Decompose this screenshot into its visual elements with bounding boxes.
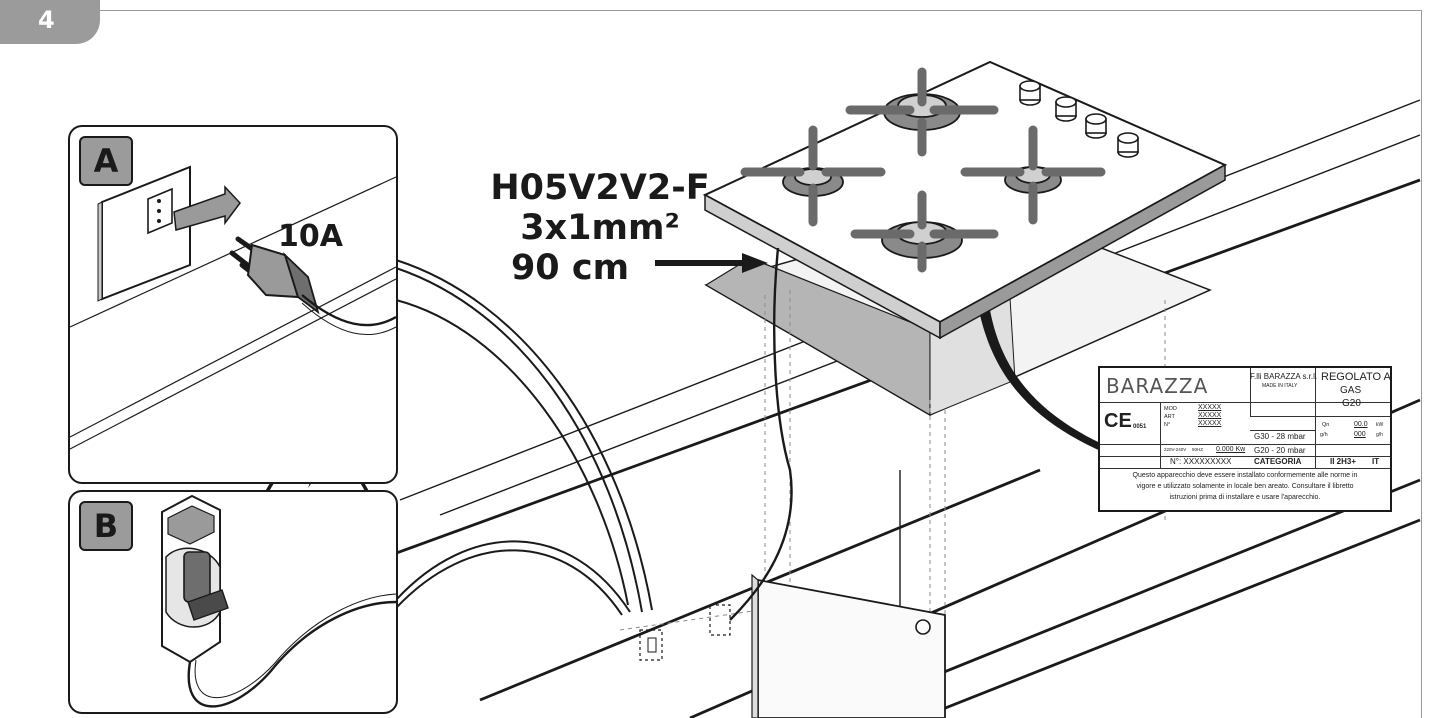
socket-plug-illustration: [70, 165, 396, 450]
notice-line-1: Questo apparecchio deve essere installat…: [1132, 472, 1358, 479]
control-knobs: [1019, 80, 1139, 158]
power: 0.000 Kw: [1216, 446, 1246, 453]
notice-line-2: vigore e utilizzato solamente in locale …: [1136, 483, 1354, 490]
mod-label: MOD: [1164, 406, 1177, 412]
kw-value: 00.0: [1354, 421, 1368, 428]
category-value: II 2H3+: [1330, 457, 1357, 466]
burner-back-left: [845, 67, 999, 157]
panel-b-breaker: B: [68, 490, 398, 714]
pointer-arrow-to-cable: [655, 253, 768, 273]
notice-line-3: istruzioni prima di installare e usare l…: [1169, 494, 1321, 501]
amperage-label: 10A: [278, 219, 343, 254]
qn-label: Qn: [1322, 422, 1330, 428]
cable-specification: H05V2V2-F 3x1mm² 90 cm: [480, 168, 720, 288]
art-value: XXXXX: [1198, 412, 1222, 419]
category-label: CATEGORIA: [1254, 457, 1302, 466]
cable-section: 3x1mm²: [520, 208, 680, 248]
serial-number: N°: XXXXXXXXX: [1170, 457, 1232, 466]
gas-g30: G30 - 28 mbar: [1254, 432, 1306, 441]
frequency: 50HZ: [1192, 447, 1204, 452]
cable-length: 90 cm: [510, 248, 630, 288]
ce-number: 0051: [1133, 424, 1147, 430]
panel-a-badge: A: [79, 136, 133, 186]
burner-left: [740, 125, 886, 227]
kw-unit: kW: [1376, 422, 1384, 428]
gh-unit: g/h: [1376, 432, 1383, 438]
cooktop: [702, 60, 1228, 340]
frame-top-rule: [100, 10, 1422, 11]
gh-label: g/h: [1320, 432, 1328, 438]
frame-right-rule: [1421, 10, 1422, 718]
step-tab: 4: [0, 0, 100, 44]
cable-type: H05V2V2-F: [490, 168, 710, 208]
burner-right: [960, 125, 1106, 225]
plate-made-in: MADE IN ITALY: [1262, 383, 1298, 389]
plate-regulated-2: GAS: [1340, 385, 1362, 396]
gh-value: 000: [1354, 431, 1366, 438]
plate-brand: BARAZZA: [1106, 374, 1209, 398]
plate-company: F.lli BARAZZA s.r.l.: [1250, 372, 1318, 381]
art-label: ART: [1164, 414, 1175, 420]
step-number: 4: [38, 6, 55, 34]
burner-front: [850, 190, 999, 273]
plug: [229, 236, 396, 336]
ce-mark: CE: [1104, 410, 1132, 432]
connection-cables: [395, 259, 653, 616]
panel-a-socket: A 10A: [68, 125, 398, 484]
plate-regulated-1: REGOLATO A: [1321, 371, 1391, 383]
breaker-illustration: [161, 494, 396, 708]
n-label: N°: [1164, 422, 1171, 428]
cooktop-power-cable: [729, 247, 793, 621]
voltage: 220V-240V: [1164, 447, 1187, 452]
mod-value: XXXXX: [1198, 404, 1222, 411]
n-value: XXXXX: [1198, 420, 1222, 427]
rating-plate: BARAZZA F.lli BARAZZA s.r.l. MADE IN ITA…: [1098, 366, 1392, 512]
country-code: IT: [1372, 457, 1380, 466]
plate-regulated-3: G20: [1342, 398, 1361, 409]
gas-g20: G20 - 20 mbar: [1254, 446, 1306, 455]
panel-b-badge: B: [79, 501, 133, 551]
